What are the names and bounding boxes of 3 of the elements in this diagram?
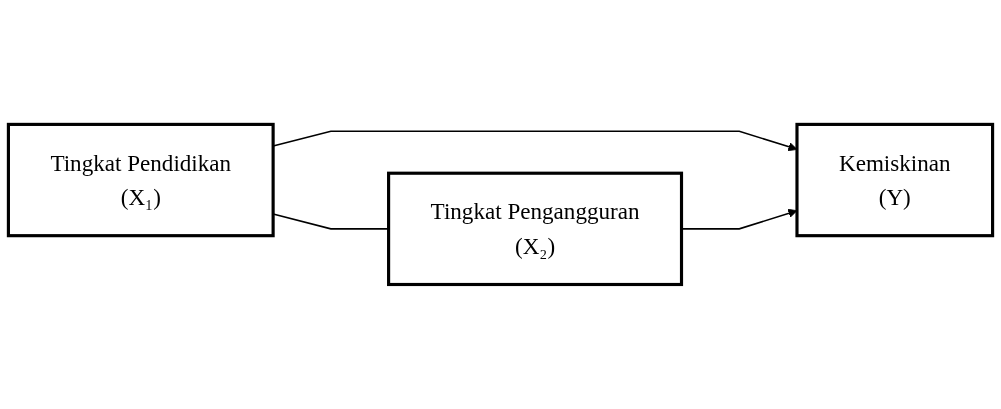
- node-box: Kemiskinan (Y): [795, 122, 995, 238]
- node-box: Tingkat Pengangguran (X₂): [387, 171, 684, 287]
- node-box: Tingkat Pendidikan (X₁): [6, 122, 275, 238]
